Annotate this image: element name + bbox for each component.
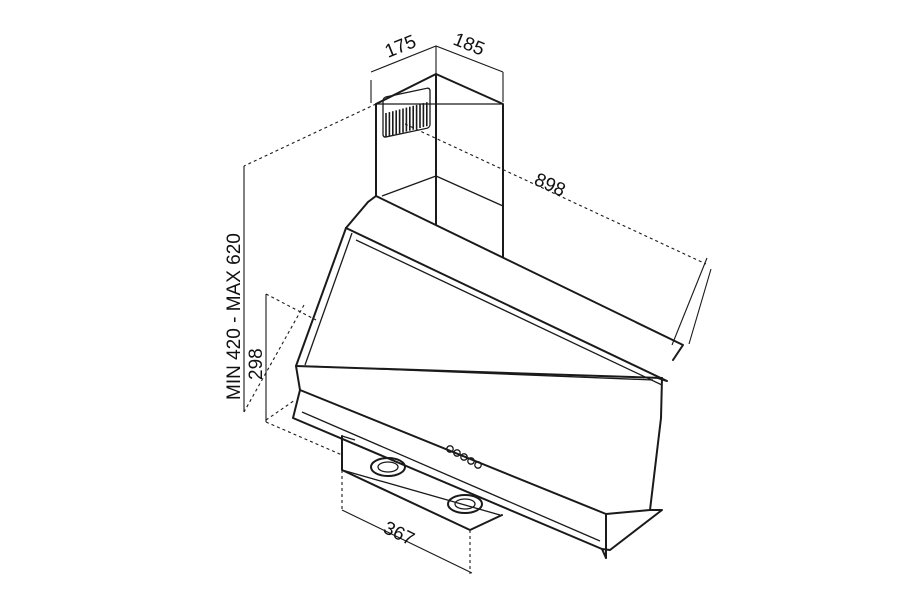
dimension-hood-height: 298 [246, 293, 317, 422]
lamp-right-icon [447, 494, 483, 514]
control-button-icon [460, 453, 468, 461]
dimension-label-chimney-width: 185 [450, 29, 487, 60]
vent-grille-icon [382, 87, 431, 138]
control-button-icon [474, 461, 482, 469]
chimney [375, 73, 504, 258]
dimension-label-chimney-depth: 175 [382, 31, 419, 62]
dimension-label-hood-depth: 367 [380, 518, 418, 551]
dimension-height-range: MIN 420 - MAX 620 [224, 103, 377, 413]
dimension-label-hood-height: 298 [246, 348, 267, 380]
dimension-label-hood-width: 898 [531, 169, 569, 201]
control-buttons [446, 445, 482, 469]
control-button-icon [453, 449, 461, 457]
control-button-icon [446, 445, 454, 453]
filter-box [341, 435, 503, 531]
dimension-hood-width: 898 [404, 123, 712, 346]
hood-body [292, 195, 684, 559]
control-button-icon [467, 457, 475, 465]
dimension-label-height-range: MIN 420 - MAX 620 [224, 233, 245, 400]
lamp-left-icon [370, 457, 406, 477]
